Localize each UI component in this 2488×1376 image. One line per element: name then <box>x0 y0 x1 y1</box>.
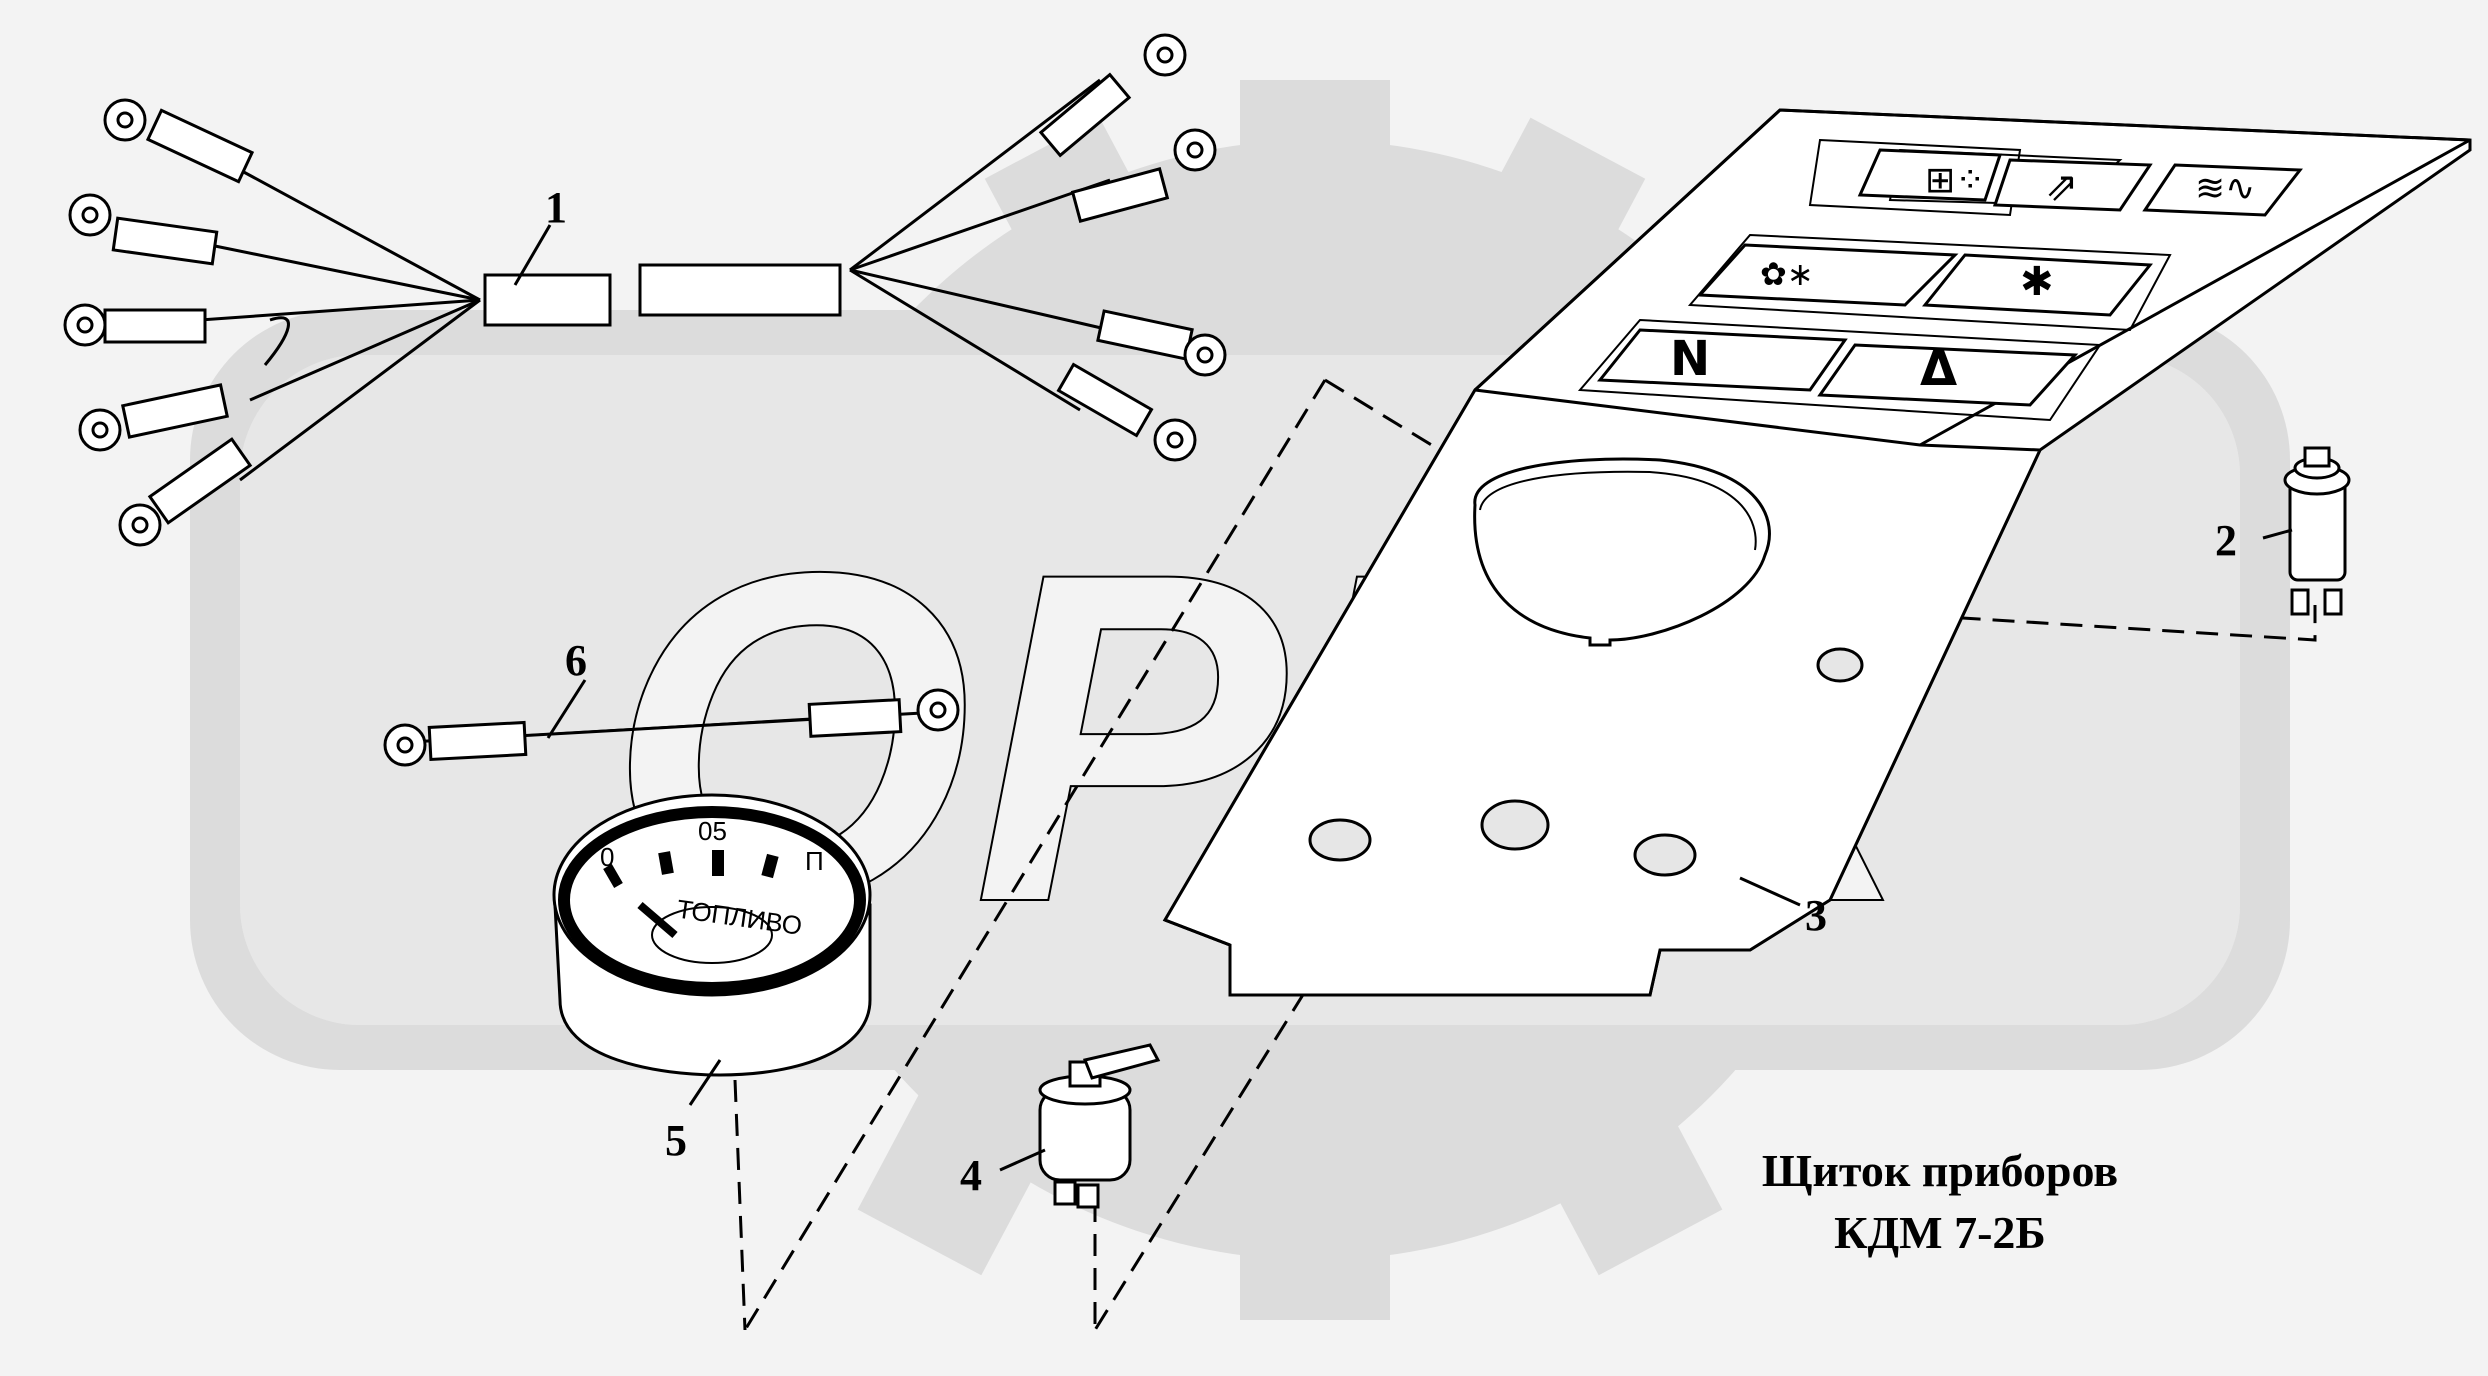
jumper-wire <box>383 688 960 767</box>
callout-3: 3 <box>1805 891 1827 940</box>
callout-1: 1 <box>545 183 567 232</box>
gauge-opening <box>1473 457 1771 647</box>
gauge-scale-full: П <box>805 846 824 876</box>
svg-text:✿∗: ✿∗ <box>1760 255 1814 293</box>
leader-lines <box>513 224 2293 1172</box>
fuel-gauge: 0 05 П ТОПЛИВО <box>552 793 872 1077</box>
svg-text:Ν: Ν <box>1670 331 1710 387</box>
caption-title: Щиток приборов <box>1761 1145 2119 1196</box>
svg-text:⇗: ⇗ <box>2045 164 2079 210</box>
indicator-lamp <box>2283 446 2351 616</box>
panel-hole <box>1633 833 1697 877</box>
wire-harness <box>63 33 1227 547</box>
gauge-scale-half: 05 <box>698 816 727 846</box>
caption-model: КДМ 7-2Б <box>1834 1207 2046 1258</box>
svg-text:Δ: Δ <box>1920 341 1957 397</box>
diagram-caption: Щиток приборов КДМ 7-2Б <box>1660 1140 2220 1264</box>
callout-4: 4 <box>960 1151 982 1200</box>
svg-text:≋∿: ≋∿ <box>2195 168 2255 209</box>
panel-hole <box>1480 799 1550 851</box>
svg-text:⊞⁘: ⊞⁘ <box>1925 160 1985 201</box>
indicator-windows: ⊞⁘ ⇗ ≋∿ ✿∗ ✱ Ν Δ <box>1577 138 2303 422</box>
callouts: 1 2 3 4 5 6 <box>545 183 2237 1200</box>
gauge-scale-empty: 0 <box>600 842 614 872</box>
callout-5: 5 <box>665 1116 687 1165</box>
svg-text:✱: ✱ <box>2020 259 2054 305</box>
callout-6: 6 <box>565 636 587 685</box>
callout-2: 2 <box>2215 516 2237 565</box>
panel-hole <box>1816 647 1864 683</box>
pictogram-icons: ⊞⁘ ⇗ ≋∿ ✿∗ ✱ Ν Δ <box>1670 160 2255 397</box>
gauge-needle <box>637 901 678 939</box>
panel-hole <box>1308 818 1372 862</box>
instrument-panel: ⊞⁘ ⇗ ≋∿ ✿∗ ✱ Ν Δ <box>1162 108 2472 997</box>
toggle-switch <box>1038 1043 1161 1209</box>
wire-terminals <box>63 33 1227 547</box>
